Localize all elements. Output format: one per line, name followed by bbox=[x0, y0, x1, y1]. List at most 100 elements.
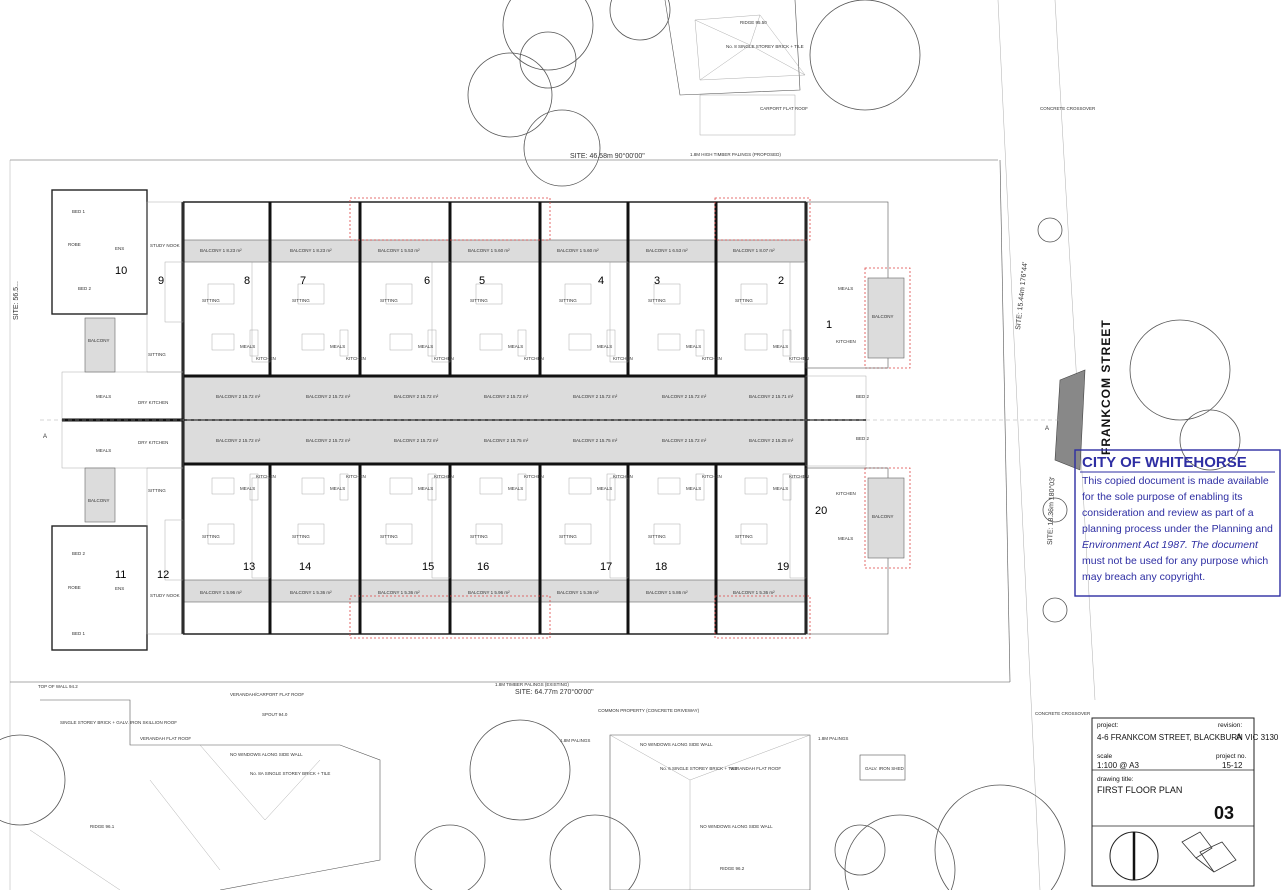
balcony1-top-0: BALCONY 1 8.23 m² bbox=[200, 248, 242, 253]
sitting-top-2: SITTING bbox=[380, 298, 398, 303]
section-marker-right: A bbox=[1045, 426, 1049, 432]
unit-number-20: 20 bbox=[815, 505, 827, 517]
unit-number-19: 19 bbox=[777, 561, 789, 573]
balcony2-bottom-1: BALCONY 2 15.72 m² bbox=[306, 438, 351, 443]
kitchen-bottom-0: KITCHEN bbox=[256, 474, 276, 479]
balcony1-bottom-0: BALCONY 1 5.96 m² bbox=[200, 590, 242, 595]
drawing-title: FIRST FLOOR PLAN bbox=[1097, 785, 1182, 795]
fence-note-bottom: 1.8M PALINGS bbox=[560, 738, 590, 743]
sitting-bottom-2: SITTING bbox=[380, 534, 398, 539]
unit11-ens: ENS bbox=[115, 586, 124, 591]
meals-top-6: MEALS bbox=[773, 344, 788, 349]
kitchen-top-2: KITCHEN bbox=[434, 356, 454, 361]
crossover-bottom: CONCRETE CROSSOVER bbox=[1035, 711, 1091, 716]
sitting-bottom-3: SITTING bbox=[470, 534, 488, 539]
project-no-label: project no. bbox=[1216, 753, 1247, 760]
unit-number-7: 7 bbox=[300, 275, 306, 287]
unit1-balcony: BALCONY bbox=[872, 314, 894, 319]
unit-number-8: 8 bbox=[244, 275, 250, 287]
stamp-title: CITY OF WHITEHORSE bbox=[1082, 454, 1247, 471]
unit10-robe: ROBE bbox=[68, 242, 81, 247]
stamp-line-1: This copied document is made available bbox=[1082, 475, 1269, 487]
unit-number-4: 4 bbox=[598, 275, 604, 287]
project-no-value: 15-12 bbox=[1222, 761, 1243, 770]
meals-top-4: MEALS bbox=[597, 344, 612, 349]
balcony2-top-1: BALCONY 2 15.72 m² bbox=[306, 394, 351, 399]
neighbour-bottom-mid-ridge: RIDGE 96.2 bbox=[720, 866, 745, 871]
meals-bottom-4: MEALS bbox=[597, 486, 612, 491]
meals-top-2: MEALS bbox=[418, 344, 433, 349]
sitting-top-6: SITTING bbox=[735, 298, 753, 303]
balcony1-bottom-5: BALCONY 1 5.86 m² bbox=[646, 590, 688, 595]
neighbour-bottom-left-note: NO WINDOWS ALONG SIDE WALL bbox=[230, 752, 303, 757]
unit1-bed2: BED 2 bbox=[856, 394, 870, 399]
stamp-line-7: may breach any copyright. bbox=[1082, 571, 1205, 583]
balcony2-bottom-5: BALCONY 2 15.72 m² bbox=[662, 438, 707, 443]
unit-number-3: 3 bbox=[654, 275, 660, 287]
common-property-label: COMMON PROPERTY (CONCRETE DRIVEWAY) bbox=[598, 708, 700, 713]
neighbour-bottom-left-veranda: VERANDAH FLAT ROOF bbox=[140, 736, 191, 741]
balcony2-top-0: BALCONY 2 15.72 m² bbox=[216, 394, 261, 399]
neighbour-top-label: No. 8 SINGLE STOREY BRICK + TILE bbox=[726, 44, 804, 49]
unit20-balcony: BALCONY bbox=[872, 514, 894, 519]
neighbour-bottom-mid-label: No. 6 SINGLE STOREY BRICK + TILE bbox=[660, 766, 738, 771]
sitting-top-0: SITTING bbox=[202, 298, 220, 303]
title-block: project: 4-6 FRANKCOM STREET, BLACKBURN … bbox=[1091, 717, 1279, 887]
street-label-group: FRANKCOM STREET CONCRETE CROSSOVER CONCR… bbox=[1035, 106, 1113, 716]
unit10-ens: ENS bbox=[115, 246, 124, 251]
balcony1-top-5: BALCONY 1 6.53 m² bbox=[646, 248, 688, 253]
neighbour-top-carport: CARPORT FLAT ROOF bbox=[760, 106, 808, 111]
balcony2-top-6: BALCONY 2 15.71 m² bbox=[749, 394, 794, 399]
kitchen-bottom-1: KITCHEN bbox=[346, 474, 366, 479]
sitting-bottom-1: SITTING bbox=[292, 534, 310, 539]
unit-number-17: 17 bbox=[600, 561, 612, 573]
meals-bottom-0: MEALS bbox=[240, 486, 255, 491]
balcony1-bottom-3: BALCONY 1 5.96 m² bbox=[468, 590, 510, 595]
balcony2-top-3: BALCONY 2 15.72 m² bbox=[484, 394, 529, 399]
kitchen-bottom-2: KITCHEN bbox=[434, 474, 454, 479]
unit-number-18: 18 bbox=[655, 561, 667, 573]
site-top-dimension: SITE: 46.58m 90°00'00" bbox=[570, 152, 645, 160]
unit-number-2: 2 bbox=[778, 275, 784, 287]
sitting-bottom-5: SITTING bbox=[648, 534, 666, 539]
sitting-bottom-0: SITTING bbox=[202, 534, 220, 539]
neighbour-top: No. 8 SINGLE STOREY BRICK + TILE RIDGE 9… bbox=[664, 0, 808, 136]
shed-label: GALV. IRON SHED bbox=[865, 766, 905, 771]
neighbour-top-ridge: RIDGE 95.50 bbox=[740, 20, 767, 25]
kitchen-top-0: KITCHEN bbox=[256, 356, 276, 361]
drawing-title-label: drawing title: bbox=[1097, 776, 1134, 783]
neighbour-bottom-mid-note: NO WINDOWS ALONG SIDE WALL bbox=[640, 742, 713, 747]
unit1-kitchen: KITCHEN bbox=[836, 339, 856, 344]
neighbour-bottom-left: NO WINDOWS ALONG SIDE WALL No. 8A SINGLE… bbox=[29, 684, 381, 890]
revision-label: revision: bbox=[1218, 722, 1242, 729]
neighbour-bottom-left-label: No. 8A SINGLE STOREY BRICK + TILE bbox=[250, 771, 330, 776]
crossover-top: CONCRETE CROSSOVER bbox=[1040, 106, 1096, 111]
balcony1-top-1: BALCONY 1 8.23 m² bbox=[290, 248, 332, 253]
unit20-meals: MEALS bbox=[838, 536, 853, 541]
unit12-study: STUDY NOOK bbox=[150, 593, 180, 598]
unit-number-12: 12 bbox=[157, 569, 169, 581]
unit11-bed2: BED 2 bbox=[72, 551, 86, 556]
logo-icon bbox=[1181, 831, 1237, 873]
meals-bottom-3: MEALS bbox=[508, 486, 523, 491]
unit-number-1: 1 bbox=[826, 319, 832, 331]
street-name: FRANKCOM STREET bbox=[1099, 319, 1113, 455]
stamp-line-5: Environment Act 1987. The document bbox=[1082, 539, 1259, 551]
stamp-line-2: for the sole purpose of enabling its bbox=[1082, 491, 1243, 503]
room-labels: BALCONY 1 8.23 m² BALCONY 2 15.72 m² BALCO… bbox=[200, 248, 809, 595]
sheet-number: 03 bbox=[1214, 803, 1234, 823]
unit-number-11: 11 bbox=[115, 569, 126, 581]
unit10-bed1: BED 1 bbox=[72, 209, 86, 214]
meals-top-0: MEALS bbox=[240, 344, 255, 349]
meals-bottom-5: MEALS bbox=[686, 486, 701, 491]
sitting-top-1: SITTING bbox=[292, 298, 310, 303]
unit1-meals: MEALS bbox=[838, 286, 853, 291]
sitting-bottom-4: SITTING bbox=[559, 534, 577, 539]
project-address: 4-6 FRANKCOM STREET, BLACKBURN VIC 3130 bbox=[1097, 733, 1279, 742]
balcony2-top-5: BALCONY 2 15.72 m² bbox=[662, 394, 707, 399]
meals-top-3: MEALS bbox=[508, 344, 523, 349]
neighbour-bottom-mid-note2: NO WINDOWS ALONG SIDE WALL bbox=[700, 824, 773, 829]
unit12-sitting: SITTING bbox=[148, 488, 166, 493]
balcony1-top-6: BALCONY 1 8.07 m² bbox=[733, 248, 775, 253]
